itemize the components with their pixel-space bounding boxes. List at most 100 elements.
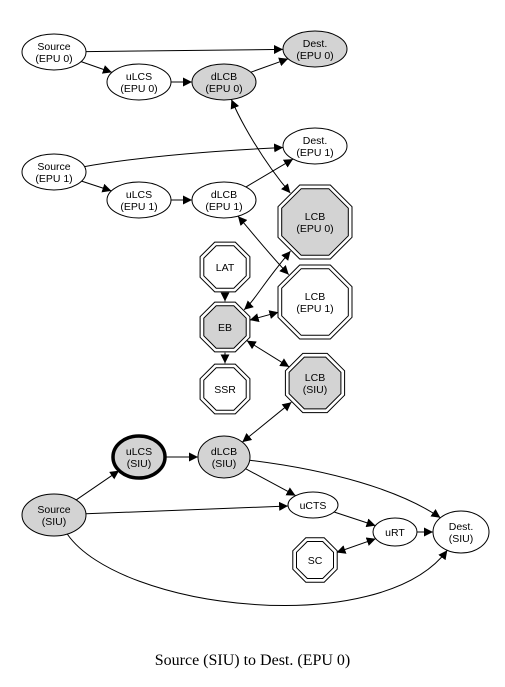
- node-urt: uRT: [372, 517, 418, 547]
- edges: [66, 45, 448, 606]
- ellipse-shape: [191, 63, 257, 101]
- edge-source-siu-to-ulcs-siu: [75, 470, 120, 501]
- node-label: Source: [37, 41, 70, 53]
- node-sc: SC: [292, 537, 338, 583]
- ellipse-shape: [197, 435, 251, 479]
- octagon-inner-border: [281, 188, 349, 256]
- node-label: (EPU 0): [296, 223, 333, 235]
- edge-source-siu-to-ucts: [85, 501, 289, 515]
- edge-source-epu0-to-dest-epu0: [85, 45, 284, 55]
- node-label: dLCB: [211, 71, 237, 83]
- node-label: Source: [37, 161, 70, 173]
- ellipse-shape: [282, 30, 348, 68]
- node-label: LCB: [305, 372, 325, 384]
- octagon-inner-border: [203, 245, 247, 289]
- node-label: (SIU): [212, 458, 237, 470]
- node-lat: LAT: [199, 241, 251, 293]
- node-label: (SIU): [127, 458, 152, 470]
- octagon-inner-border: [203, 305, 247, 349]
- edge-dlcb-siu-to-dest-siu: [249, 459, 441, 519]
- node-dlcb-epu0: dLCB(EPU 0): [191, 63, 257, 101]
- ellipse-shape: [191, 181, 257, 219]
- node-dlcb-epu1: dLCB(EPU 1): [191, 181, 257, 219]
- node-ulcs-siu: uLCS(SIU): [111, 434, 167, 480]
- ellipse-shape: [21, 33, 87, 71]
- node-label: (EPU 1): [35, 173, 72, 185]
- ellipse-shape: [106, 181, 172, 219]
- edge-dlcb-siu-to-lcb-siu: [241, 401, 292, 443]
- nodes: Source(EPU 0)Dest.(EPU 0)uLCS(EPU 0)dLCB…: [21, 30, 490, 583]
- node-label: (EPU 0): [35, 53, 72, 65]
- ellipse-shape: [287, 491, 339, 519]
- ellipse-shape: [282, 127, 348, 165]
- edge-source-siu-to-dest-siu: [66, 533, 448, 606]
- node-ucts: uCTS: [287, 491, 339, 519]
- node-source-epu0: Source(EPU 0): [21, 33, 87, 71]
- node-label: (EPU 1): [120, 201, 157, 213]
- node-label: Source: [37, 504, 70, 516]
- node-label: uLCS: [126, 189, 152, 201]
- node-label: (EPU 1): [296, 303, 333, 315]
- edge-ucts-to-urt: [333, 511, 376, 528]
- node-lcb-epu1: LCB(EPU 1): [277, 264, 353, 340]
- node-ulcs-epu0: uLCS(EPU 0): [106, 63, 172, 101]
- node-label: LCB: [305, 291, 325, 303]
- edge-eb-to-lcb-epu1: [249, 310, 279, 323]
- node-label: (EPU 0): [205, 83, 242, 95]
- edge-eb-to-lcb-siu: [246, 340, 290, 368]
- diagram-caption: Source (SIU) to Dest. (EPU 0): [154, 652, 351, 669]
- node-lcb-siu: LCB(SIU): [284, 352, 346, 414]
- node-ssr: SSR: [199, 363, 251, 415]
- octagon-inner-border: [296, 541, 334, 579]
- edge-dlcb-epu1-to-dest-epu1: [245, 158, 294, 188]
- node-label: SSR: [214, 384, 236, 396]
- node-eb: EB: [199, 301, 251, 353]
- edge-dlcb-siu-to-ucts: [245, 468, 296, 497]
- ellipse-shape: [21, 153, 87, 191]
- node-label: SC: [308, 555, 323, 567]
- node-label: LAT: [216, 262, 235, 274]
- ellipse-shape: [111, 434, 167, 480]
- edge-sc-to-urt: [336, 537, 376, 554]
- node-source-siu: Source(SIU): [21, 493, 87, 537]
- node-label: Dest.: [303, 38, 328, 50]
- node-label: (SIU): [449, 533, 474, 545]
- ellipse-shape: [106, 63, 172, 101]
- node-label: uCTS: [300, 500, 327, 512]
- node-dest-siu: Dest.(SIU): [432, 510, 490, 554]
- ellipse-shape: [21, 493, 87, 537]
- octagon-inner-border: [203, 367, 247, 411]
- node-label: (EPU 1): [205, 201, 242, 213]
- node-source-epu1: Source(EPU 1): [21, 153, 87, 191]
- edge-eb-to-lcb-epu0: [243, 250, 291, 311]
- edge-dlcb-epu0-to-dest-epu0: [250, 57, 289, 73]
- node-label: LCB: [305, 211, 325, 223]
- octagon-inner-border: [281, 268, 349, 336]
- edge-source-epu0-to-ulcs-epu0: [80, 61, 113, 74]
- ellipse-shape: [372, 517, 418, 547]
- node-label: (SIU): [303, 384, 328, 396]
- node-lcb-epu0: LCB(EPU 0): [277, 184, 353, 260]
- node-label: Dest.: [449, 521, 474, 533]
- node-label: EB: [218, 322, 232, 334]
- node-label: (SIU): [42, 516, 67, 528]
- edge-source-epu1-to-ulcs-epu1: [81, 180, 112, 193]
- node-dlcb-siu: dLCB(SIU): [197, 435, 251, 479]
- node-label: (EPU 0): [120, 83, 157, 95]
- node-label: uLCS: [126, 71, 152, 83]
- node-label: (EPU 0): [296, 50, 333, 62]
- octagon-inner-border: [288, 356, 342, 410]
- node-label: uLCS: [126, 446, 152, 458]
- node-label: dLCB: [211, 189, 237, 201]
- ellipse-shape: [432, 510, 490, 554]
- node-label: uRT: [385, 527, 405, 539]
- edge-dlcb-epu0-to-lcb-epu0: [230, 99, 291, 194]
- node-label: (EPU 1): [296, 147, 333, 159]
- node-ulcs-epu1: uLCS(EPU 1): [106, 181, 172, 219]
- directed-graph: Source(EPU 0)Dest.(EPU 0)uLCS(EPU 0)dLCB…: [21, 30, 490, 606]
- node-dest-epu0: Dest.(EPU 0): [282, 30, 348, 68]
- node-dest-epu1: Dest.(EPU 1): [282, 127, 348, 165]
- edge-source-epu1-to-dest-epu1: [84, 143, 284, 168]
- node-label: dLCB: [211, 446, 237, 458]
- node-label: Dest.: [303, 135, 328, 147]
